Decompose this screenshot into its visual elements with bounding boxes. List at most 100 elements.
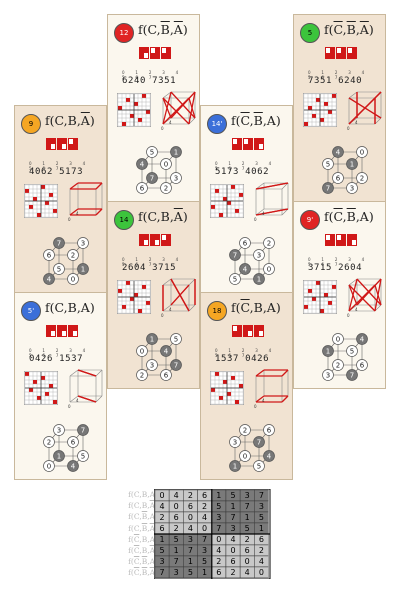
table-cell: 3 [159, 557, 164, 566]
table-cell: 3 [202, 546, 207, 555]
index-row: 0 1 2 3 4 5 6 7 [215, 161, 277, 171]
index-row: 0 1 2 3 4 5 6 7 [29, 161, 91, 171]
index-row: 0 1 2 3 4 5 6 7 [308, 70, 370, 80]
cube-diagram: 04 [161, 278, 196, 318]
table-cell: 7 [230, 513, 235, 522]
permutation-text: 5173 4062 [215, 167, 270, 177]
table-cell: 7 [259, 491, 264, 500]
svg-text:2: 2 [164, 185, 168, 193]
table-cell: 0 [159, 491, 164, 500]
bit-swatch [325, 47, 357, 59]
function-title: f(C,B,A) [138, 22, 188, 37]
svg-text:3: 3 [257, 252, 261, 260]
table-cell: 4 [230, 535, 235, 544]
table-cell: 1 [259, 524, 264, 533]
table-cell: 4 [216, 546, 221, 555]
permutation-matrix [117, 93, 151, 127]
permutation-text: 3715 2604 [308, 263, 363, 273]
function-title: f(C,B,A) [45, 300, 95, 315]
svg-text:0: 0 [254, 404, 257, 409]
table-cell: 1 [174, 546, 179, 555]
function-title: f(C,B,A) [138, 209, 188, 224]
index-badge: 12 [114, 23, 134, 43]
index-row: 0 1 2 3 4 5 6 7 [215, 348, 277, 358]
svg-text:2: 2 [140, 372, 144, 380]
table-cell: 6 [159, 524, 164, 533]
svg-text:1: 1 [81, 266, 85, 274]
table-cell: 0 [259, 568, 264, 577]
function-title: f(C,B,A) [231, 113, 281, 128]
bit-swatch [232, 138, 264, 150]
table-cell: 0 [202, 524, 207, 533]
svg-text:0: 0 [47, 463, 51, 471]
svg-text:0: 0 [347, 126, 350, 131]
table-cell: 2 [245, 535, 250, 544]
svg-text:7: 7 [257, 439, 261, 447]
table-cell: 7 [159, 568, 164, 577]
svg-text:3: 3 [174, 175, 178, 183]
index-badge: 14 [114, 210, 134, 230]
table-cell: 2 [188, 491, 193, 500]
svg-text:5: 5 [81, 453, 85, 461]
svg-text:7: 7 [233, 252, 237, 260]
table-cell: 2 [174, 524, 179, 533]
svg-text:0: 0 [68, 404, 71, 409]
cube-diagram: 04 [68, 369, 103, 409]
table-cell: 7 [216, 524, 221, 533]
table-cell: 6 [188, 502, 193, 511]
svg-text:0: 0 [267, 266, 271, 274]
table-cell: 1 [216, 491, 221, 500]
svg-text:6: 6 [243, 240, 248, 248]
permutation-matrix [210, 371, 244, 405]
svg-text:7: 7 [174, 362, 178, 370]
svg-text:0: 0 [161, 313, 164, 318]
table-cell: 7 [188, 546, 193, 555]
svg-text:6: 6 [71, 439, 76, 447]
table-cell: 5 [174, 535, 179, 544]
table-row-label: f(C,B,A) [128, 512, 158, 522]
bit-swatch [139, 47, 171, 59]
svg-text:6: 6 [140, 185, 145, 193]
table-cell: 4 [159, 502, 164, 511]
index-row: 0 1 2 3 4 5 6 7 [122, 70, 184, 80]
table-cell: 6 [202, 491, 207, 500]
table-cell: 2 [159, 513, 164, 522]
svg-text:0: 0 [347, 313, 350, 318]
table-row-label: f(C,B,A) [128, 568, 158, 578]
svg-text:7: 7 [150, 175, 154, 183]
table-cell: 5 [188, 568, 193, 577]
index-badge: 18 [207, 301, 227, 321]
table-cell: 5 [259, 513, 264, 522]
svg-text:2: 2 [360, 175, 364, 183]
function-title: f(C,B,A) [324, 22, 374, 37]
svg-text:4: 4 [243, 266, 248, 274]
permutation-text: 6240 7351 [122, 76, 177, 86]
svg-text:0: 0 [360, 149, 364, 157]
permutation-text: 7351 6240 [308, 76, 363, 86]
index-badge: 5' [21, 301, 41, 321]
svg-text:0: 0 [68, 217, 71, 222]
svg-text:4: 4 [336, 149, 341, 157]
table-cell: 6 [216, 568, 221, 577]
table-cell: 5 [245, 524, 250, 533]
svg-text:4: 4 [169, 307, 172, 312]
permutation-matrix [303, 93, 337, 127]
svg-text:4: 4 [140, 161, 145, 169]
svg-text:1: 1 [150, 336, 154, 344]
table-cell: 4 [202, 513, 207, 522]
svg-text:2: 2 [336, 362, 340, 370]
permutation-text: 0426 1537 [29, 354, 84, 364]
svg-text:1: 1 [257, 276, 261, 284]
